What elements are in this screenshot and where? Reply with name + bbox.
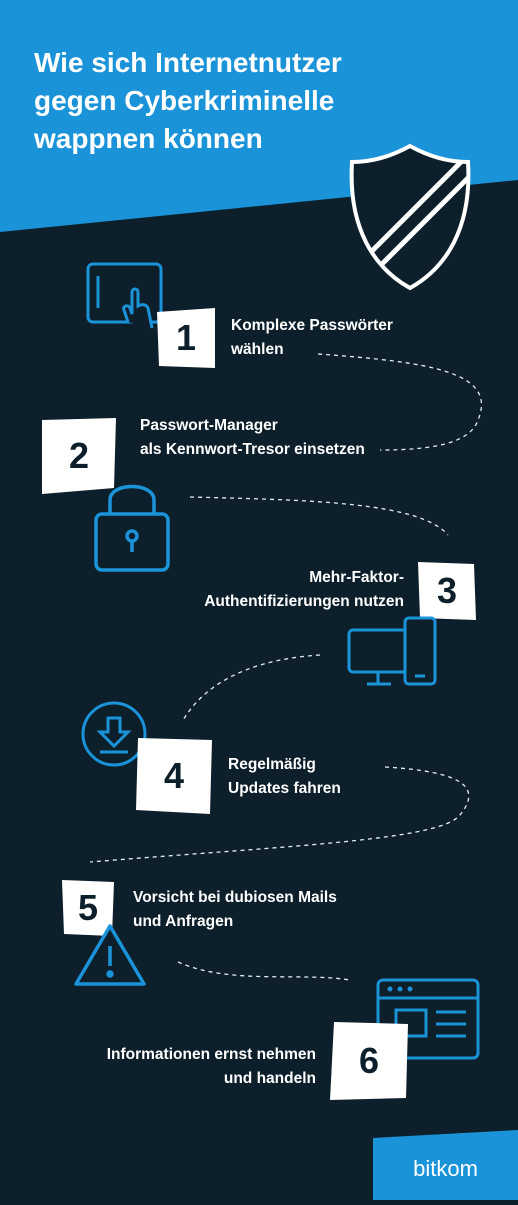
brand-label: bitkom	[413, 1156, 478, 1181]
step-2-line-1: Passwort-Manager	[140, 417, 278, 434]
step-5-number-box: 5	[62, 880, 114, 936]
step-2-line-2: als Kennwort-Tresor einsetzen	[140, 441, 365, 458]
step-6-line-2: und handeln	[223, 1070, 316, 1087]
step-4-text: Regelmäßig Updates fahren	[228, 753, 341, 801]
download-arrow-icon	[80, 700, 148, 768]
title-line-3: wappnen können	[34, 123, 263, 154]
padlock-icon	[92, 474, 172, 574]
step-4-number-box: 4	[136, 738, 212, 814]
step-3-text: Mehr-Faktor- Authentifizierungen nutzen	[170, 566, 404, 614]
step-1-number: 1	[175, 317, 197, 358]
step-4-number: 4	[163, 755, 185, 796]
step-1-number-box: 1	[157, 308, 215, 368]
step-4-line-1: Regelmäßig	[228, 756, 316, 773]
dashed-path	[89, 353, 483, 981]
warning-triangle-icon	[72, 922, 148, 988]
step-2-text: Passwort-Manager als Kennwort-Tresor ein…	[140, 414, 365, 462]
step-5-text: Vorsicht bei dubiosen Mails und Anfragen	[133, 886, 337, 934]
step-5-number: 5	[77, 887, 99, 928]
step-1-line-2: wählen	[231, 341, 284, 358]
shield-icon	[340, 138, 480, 294]
step-3-number: 3	[436, 570, 458, 611]
step-5-line-2: und Anfragen	[133, 913, 234, 930]
step-6-text: Informationen ernst nehmen und handeln	[60, 1043, 316, 1091]
title-line-2: gegen Cyberkriminelle	[34, 85, 335, 116]
step-5-line-1: Vorsicht bei dubiosen Mails	[133, 889, 337, 906]
step-2-number: 2	[68, 435, 90, 476]
step-3-line-2: Authentifizierungen nutzen	[204, 593, 404, 610]
browser-window-icon	[376, 978, 480, 1060]
step-6-number: 6	[358, 1040, 380, 1081]
title-line-1: Wie sich Internetnutzer	[34, 47, 342, 78]
tablet-touch-icon	[86, 262, 166, 332]
step-3-line-1: Mehr-Faktor-	[309, 569, 404, 586]
step-2-number-box: 2	[42, 418, 116, 494]
step-1-line-1: Komplexe Passwörter	[231, 317, 393, 334]
page-title: Wie sich Internetnutzer gegen Cyberkrimi…	[34, 44, 454, 158]
devices-icon	[347, 616, 439, 688]
step-3-number-box: 3	[418, 562, 476, 620]
step-4-line-2: Updates fahren	[228, 780, 341, 797]
step-6-number-box: 6	[330, 1022, 408, 1100]
step-1-text: Komplexe Passwörter wählen	[231, 314, 393, 362]
step-6-line-1: Informationen ernst nehmen	[106, 1046, 316, 1063]
bitkom-logo: bitkom	[373, 1130, 518, 1200]
